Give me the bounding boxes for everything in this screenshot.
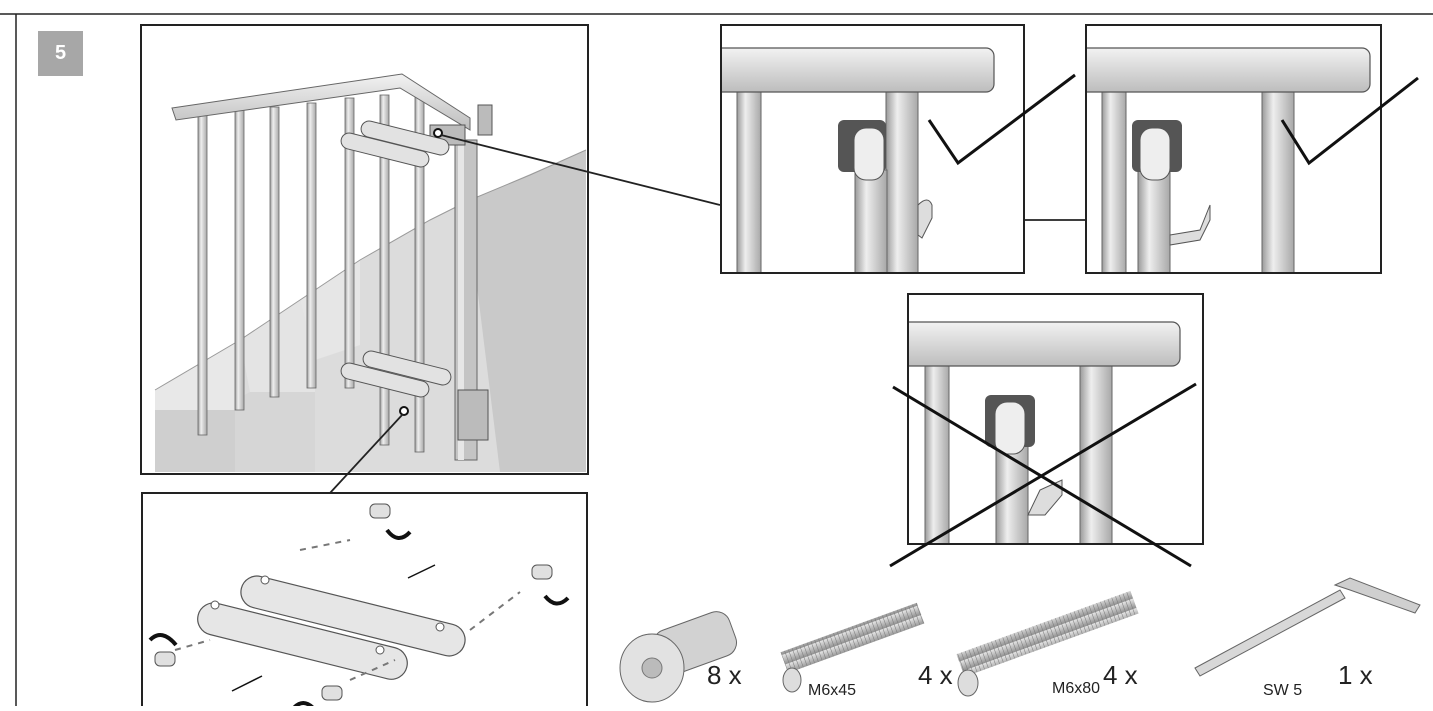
rotate-arrow-icon [148,528,570,711]
check-icon [927,73,1076,166]
threaded-rod-icon [780,602,925,693]
bracket-detail [141,492,588,711]
detail-wrong [889,293,1204,568]
qty-rod-m6x45: 4 x [918,660,953,690]
detail-correct-1 [720,24,1076,274]
direction-arrow-icon [231,564,436,692]
detail-correct-2 [1085,24,1419,274]
cross-icon [889,382,1197,568]
step-number-badge: 5 [38,31,83,76]
leader-line-bottom [329,413,404,494]
leader-line-top [440,134,721,206]
check-icon [1280,76,1419,166]
bolt-icon [619,611,738,703]
main-stair-illustration [140,24,589,475]
code-rod-m6x45: M6x45 [808,682,857,699]
code-rod-m6x80: M6x80 [1052,680,1101,697]
qty-rod-m6x80: 4 x [1103,660,1138,690]
code-hex-key: SW 5 [1263,682,1303,699]
threaded-rod-icon [956,590,1139,697]
qty-bolt: 8 x [707,660,742,690]
hex-key-icon [1194,577,1421,677]
qty-hex-key: 1 x [1338,660,1373,690]
